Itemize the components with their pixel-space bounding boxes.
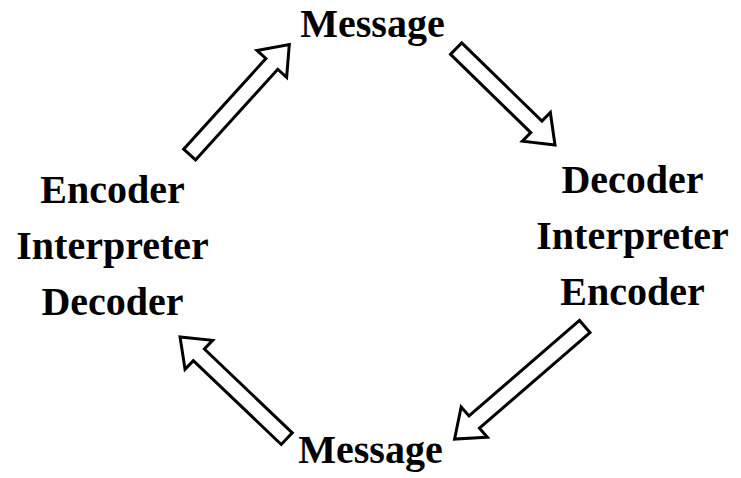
text-node: Message xyxy=(296,2,449,46)
stage-label: Message xyxy=(297,428,444,472)
hollow-arrow xyxy=(184,45,290,160)
hollow-arrow xyxy=(451,43,555,145)
text-node: DecoderInterpreterEncoder xyxy=(532,152,733,320)
stage-label: Message xyxy=(299,2,446,46)
text-node: EncoderInterpreterDecoder xyxy=(12,162,213,330)
stage-label: Decoder xyxy=(535,152,730,208)
hollow-arrow xyxy=(455,320,590,439)
stage-label: Encoder xyxy=(535,264,730,320)
stage-label: Interpreter xyxy=(15,218,210,274)
text-node: Message xyxy=(294,428,447,472)
stage-label: Encoder xyxy=(15,162,210,218)
stage-label: Decoder xyxy=(15,274,210,330)
stage-label: Interpreter xyxy=(535,208,730,264)
hollow-arrow xyxy=(180,337,292,445)
